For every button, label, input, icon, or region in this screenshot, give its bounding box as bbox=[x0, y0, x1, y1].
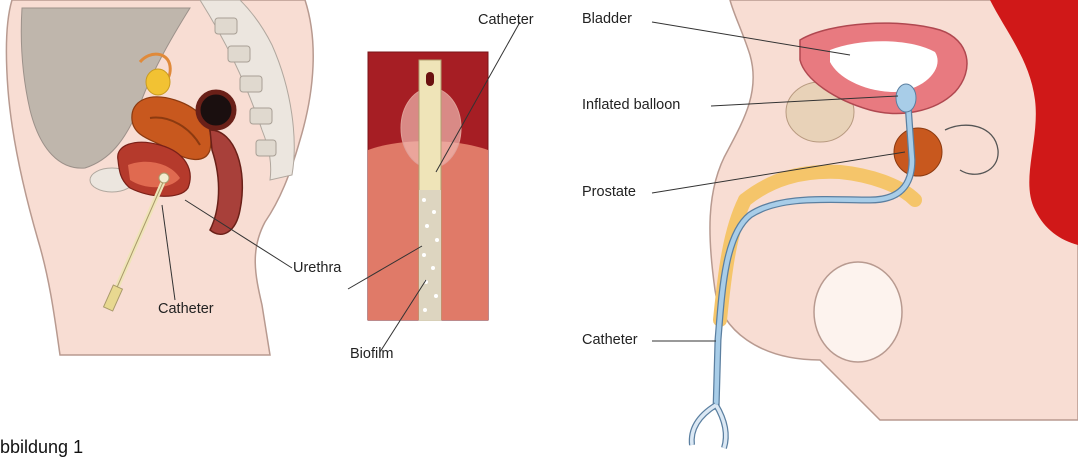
label-female-catheter: Catheter bbox=[158, 302, 214, 317]
biofilm-inset bbox=[348, 22, 520, 352]
male-anatomy-illustration bbox=[652, 0, 1078, 448]
testis bbox=[814, 262, 902, 362]
label-prostate: Prostate bbox=[582, 185, 636, 200]
label-male-catheter: Catheter bbox=[582, 333, 638, 348]
label-inflated-balloon: Inflated balloon bbox=[582, 98, 680, 113]
label-inset-catheter: Catheter bbox=[478, 13, 534, 28]
male-balloon bbox=[896, 84, 916, 112]
biofilm-texture bbox=[419, 190, 441, 320]
label-urethra: Urethra bbox=[293, 261, 341, 276]
figure-caption: bbildung 1 bbox=[0, 438, 83, 456]
label-bladder: Bladder bbox=[582, 12, 632, 27]
label-biofilm: Biofilm bbox=[350, 347, 394, 362]
prostate bbox=[894, 128, 942, 176]
rectum bbox=[198, 92, 234, 128]
